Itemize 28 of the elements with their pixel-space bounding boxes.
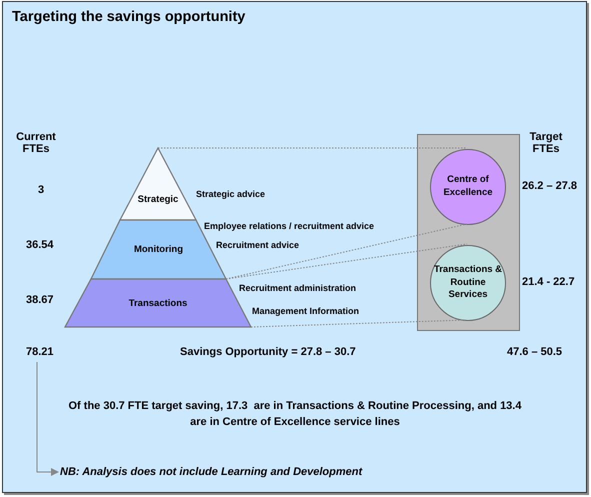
projection-line — [226, 224, 468, 280]
service-line-label: Employee relations / recruitment advice — [204, 221, 374, 231]
column-heading: Target FTEs — [528, 131, 564, 155]
service-line-label: Strategic advice — [196, 189, 266, 199]
fte-total: 78.21 — [26, 346, 54, 358]
slide-title: Targeting the savings opportunity — [12, 9, 246, 25]
fte-value: 38.67 — [26, 294, 54, 306]
savings-summary: Savings Opportunity = 27.8 – 30.7 — [180, 346, 356, 358]
circle-label: Transactions & Routine Services — [433, 264, 503, 302]
layer-label: Transactions — [128, 298, 188, 308]
service-line-label: Recruitment administration — [239, 283, 356, 293]
grouping-panel — [417, 134, 520, 331]
fte-range: 47.6 – 50.5 — [507, 346, 562, 358]
projection-line — [250, 320, 468, 328]
service-line-label: Recruitment advice — [216, 240, 300, 250]
note-text: NB: Analysis does not include Learning and Development — [60, 466, 362, 478]
fte-value: 3 — [38, 184, 44, 196]
layer-label: Strategic — [138, 194, 178, 204]
fte-range: 26.2 – 27.8 — [522, 180, 578, 192]
fte-value: 36.54 — [26, 239, 54, 251]
column-heading: Current FTEs — [15, 131, 57, 155]
projection-line — [226, 244, 468, 280]
arrow — [36, 362, 59, 476]
fte-range: 21.4 - 22.7 — [522, 276, 575, 288]
circle-label: Centre of Excellence — [442, 174, 494, 200]
layer-label: Monitoring — [134, 244, 184, 255]
summary-paragraph: Of the 30.7 FTE target saving, 17.3 are in Transactions & Routine Processing, and 13.4 are in Centre of Excellence service lines — [68, 399, 522, 430]
service-line-label: Management Information — [252, 306, 360, 316]
